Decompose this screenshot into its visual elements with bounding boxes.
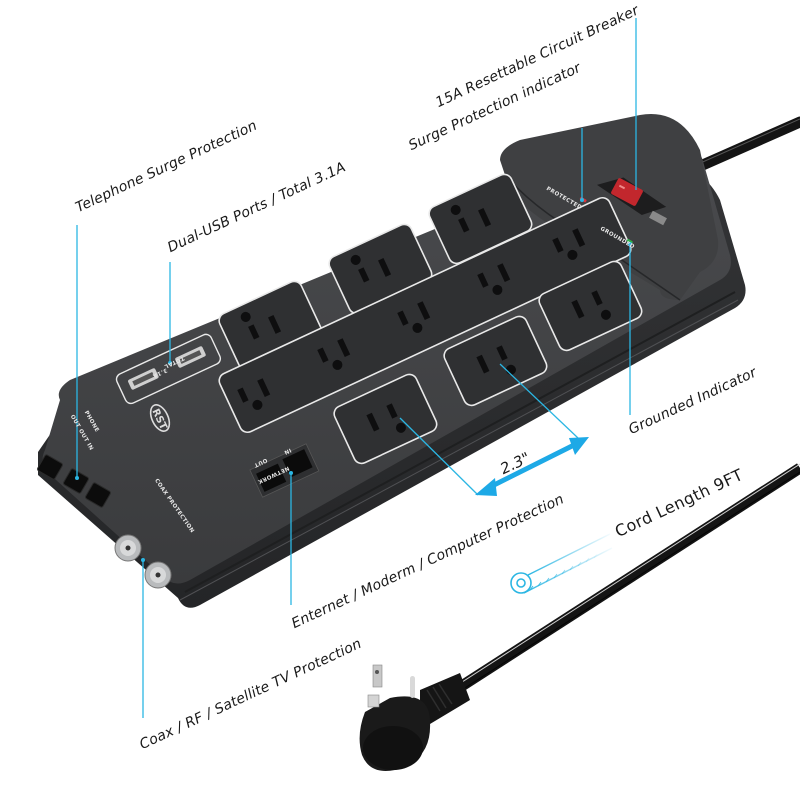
network-port-out <box>256 463 287 492</box>
leader-lines <box>76 18 637 718</box>
power-plug <box>359 664 470 771</box>
leader-dots <box>75 198 632 562</box>
outlet-holes <box>237 204 611 433</box>
network-ports <box>249 443 320 498</box>
usb-port <box>175 346 206 368</box>
plug-blade <box>372 664 383 688</box>
coax-connectors <box>114 534 172 589</box>
coax-connector <box>144 561 172 589</box>
usb-ports <box>115 333 222 405</box>
leader-dim-a <box>399 417 479 496</box>
power-cord-front <box>437 463 800 705</box>
network-port-in <box>282 449 313 478</box>
phone-port <box>85 482 111 508</box>
plug-ground-pin <box>410 676 415 698</box>
tape-measure-icon <box>510 533 613 594</box>
plug-blade <box>367 694 380 708</box>
coax-connector <box>114 534 142 562</box>
circuit-breaker-switch <box>596 177 667 226</box>
phone-port <box>37 454 63 480</box>
leader-dim-b <box>499 363 579 439</box>
phone-port <box>63 468 89 494</box>
outlet <box>538 260 643 352</box>
dimension-arrow <box>475 437 589 496</box>
outlet <box>333 373 438 465</box>
usb-port <box>128 368 159 390</box>
phone-ports <box>37 454 111 508</box>
